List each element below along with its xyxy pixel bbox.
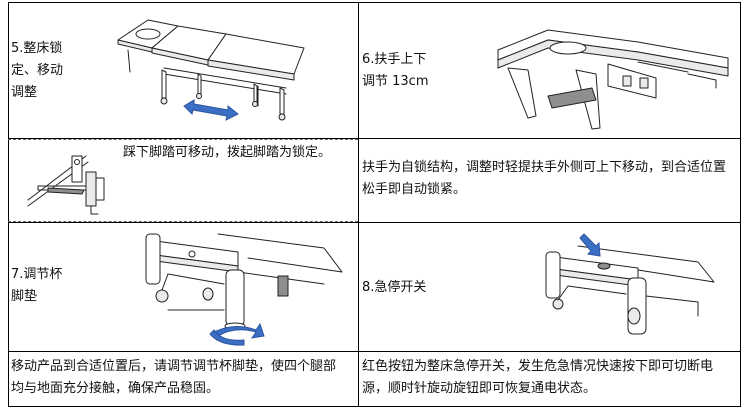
row-divider-3 (8, 351, 741, 352)
armrest-illustration (497, 29, 729, 130)
lock-title: 5.整床锁 定、移动 调整 (11, 41, 64, 100)
row-divider-1 (8, 138, 741, 139)
emergency-button-icon (597, 262, 611, 270)
row-divider-2 (8, 222, 741, 223)
pedal-lock-illustration (27, 155, 105, 215)
table-border-top (8, 2, 741, 3)
table-border-left (8, 2, 9, 407)
dashed-rule (8, 139, 358, 140)
table-border-right (740, 2, 741, 407)
foot-cup-caption: 移动产品到合适位置后，请调节调节杯脚垫，使四个腿部 均与地面充分接触，确保产品稳… (11, 359, 337, 396)
armrest-title: 6.扶手上下 调节 13cm (362, 52, 429, 89)
rotate-arrow-icon (213, 322, 265, 339)
emergency-caption: 红色按钮为整床急停开关，发生危急情况快速按下即可切断电 源，顺时针旋动旋钮即可恢… (362, 359, 714, 396)
dashed-rule (8, 221, 358, 222)
move-arrow-icon (183, 99, 239, 121)
lock-caption: 踩下脚踏可移动，拨起脚踏为锁定。 (123, 145, 332, 160)
foot-cup-title: 7.调节杯 脚垫 (11, 267, 63, 304)
press-arrow-icon (579, 233, 601, 257)
table-border-bottom (8, 406, 741, 407)
emergency-title: 8.急停开关 (362, 280, 427, 295)
emergency-stop-illustration (545, 233, 715, 335)
armrest-caption: 扶手为自锁结构，调整时轻提扶手外侧可上下移动，到合适位置 松手即自动锁紧。 (362, 160, 727, 197)
massage-table-illustration (117, 19, 305, 121)
instruction-table: 5.整床锁 定、移动 调整 踩下脚踏可移动，拨起脚踏为锁定。 6.扶手上下 调节… (8, 2, 741, 407)
column-divider (358, 2, 359, 407)
foot-cup-illustration (145, 233, 343, 346)
